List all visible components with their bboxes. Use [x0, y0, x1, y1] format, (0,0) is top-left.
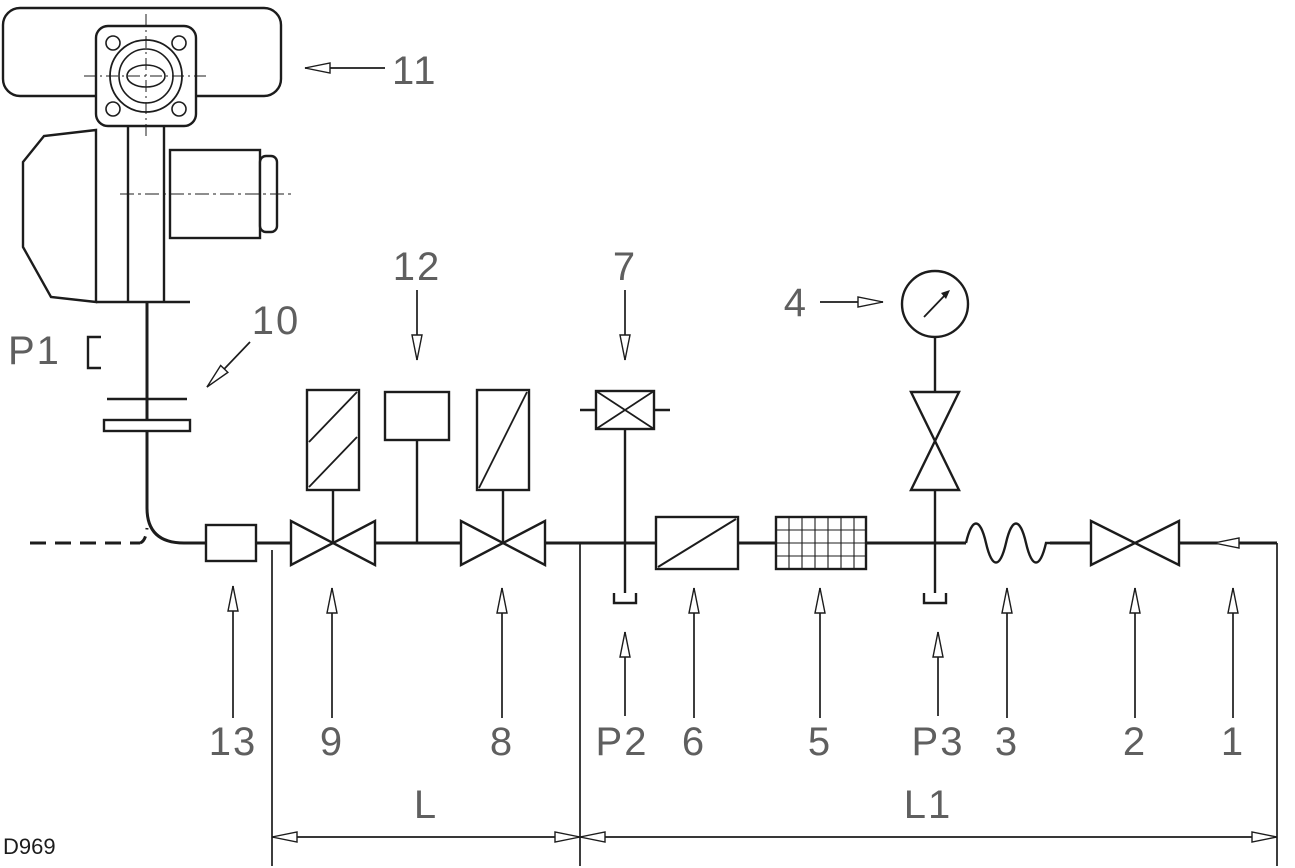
label-item-11: 11	[392, 49, 438, 93]
pressure-gauge-icon	[900, 269, 970, 543]
burner-actuator-icon	[1, 6, 292, 304]
solenoid-valve-icon-8	[459, 388, 547, 567]
flexible-connection-icon	[964, 522, 1050, 564]
flange-connection-icon	[102, 397, 192, 433]
regulator-box-icon	[654, 515, 740, 571]
label-item-9: 9	[320, 720, 344, 764]
label-item-3: 3	[995, 720, 1019, 764]
label-dim-l: L	[414, 783, 438, 827]
label-item-5: 5	[808, 720, 832, 764]
label-item-13: 13	[209, 720, 258, 764]
label-item-12: 12	[393, 245, 442, 289]
vertical-pipe	[145, 302, 185, 545]
label-dim-l1: L1	[904, 783, 953, 827]
dashed-pipe	[30, 527, 149, 545]
label-item-2: 2	[1123, 720, 1147, 764]
dimension-lines	[271, 543, 1278, 866]
adapter-box-icon	[204, 523, 258, 563]
pressure-test-point-icon-p2	[612, 593, 638, 605]
label-p3: P3	[912, 720, 965, 764]
pressure-test-point-icon-p1	[86, 335, 101, 370]
label-p2: P2	[596, 720, 649, 764]
label-item-4: 4	[784, 281, 808, 325]
label-p1: P1	[8, 329, 61, 373]
label-item-7: 7	[613, 245, 637, 289]
label-item-6: 6	[682, 720, 706, 764]
callout-arrows	[206, 62, 1239, 718]
pressure-test-point-icon-p3	[922, 543, 948, 605]
label-item-1: 1	[1221, 720, 1245, 764]
solenoid-valve-icon-9	[289, 388, 377, 567]
label-item-8: 8	[490, 720, 514, 764]
pressure-switch-icon	[580, 389, 670, 593]
label-item-10: 10	[252, 299, 301, 343]
drawing-code: D969	[3, 834, 56, 859]
shutoff-valve-icon	[1089, 519, 1181, 567]
mesh-filter-icon	[774, 515, 868, 571]
arrow-to-10	[206, 341, 251, 388]
labels: 11 10 P1 12 7 4 13 9 8 P2 6 5 P3 3 2 1 L…	[3, 49, 1245, 859]
control-box-icon	[383, 390, 451, 543]
